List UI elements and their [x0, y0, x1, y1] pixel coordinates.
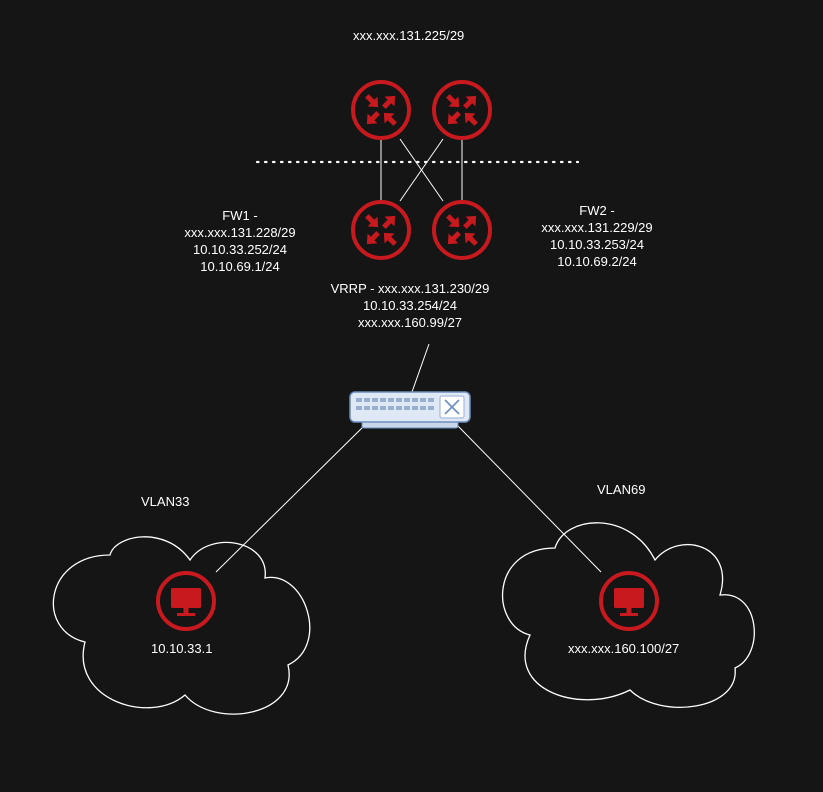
fw1-line-4: 10.10.69.1/24 — [200, 259, 280, 274]
fw1-line-1: FW1 - — [222, 208, 258, 223]
vrrp-line-2: 10.10.33.254/24 — [363, 298, 457, 313]
router-icon[interactable] — [432, 80, 492, 140]
monitor-icon[interactable] — [156, 571, 216, 631]
fw1-line-3: 10.10.33.252/24 — [193, 242, 287, 257]
link-switch-vlan69 — [457, 425, 602, 573]
fw2-label: FW2 - xxx.xxx.131.229/29 10.10.33.253/24… — [527, 202, 667, 270]
host2-ip-label: xxx.xxx.160.100/27 — [568, 641, 680, 656]
fw2-line-4: 10.10.69.2/24 — [557, 254, 637, 269]
router-icon[interactable] — [432, 200, 492, 260]
router-icon[interactable] — [351, 200, 411, 260]
host1-ip-label: 10.10.33.1 — [151, 641, 213, 656]
vrrp-line-1: VRRP - xxx.xxx.131.230/29 — [330, 281, 490, 296]
vrrp-line-3: xxx.xxx.160.99/27 — [357, 315, 463, 330]
router-icon[interactable] — [351, 80, 411, 140]
link-r2-fw1 — [399, 138, 444, 202]
vlan33-cloud-shape — [52, 536, 311, 715]
vrrp-label: VRRP - xxx.xxx.131.230/29 10.10.33.254/2… — [315, 280, 505, 331]
fw2-line-1: FW2 - — [579, 203, 615, 218]
fw2-line-3: 10.10.33.253/24 — [550, 237, 644, 252]
fw1-label: FW1 - xxx.xxx.131.228/29 10.10.33.252/24… — [170, 207, 310, 275]
fw1-line-2: xxx.xxx.131.228/29 — [184, 225, 296, 240]
vlan69-cloud-shape — [501, 522, 755, 708]
switch-icon[interactable] — [349, 391, 471, 429]
vlan33-label: VLAN33 — [141, 494, 190, 509]
connections — [215, 138, 602, 573]
link-switch-vlan33 — [215, 425, 365, 573]
fw2-line-2: xxx.xxx.131.229/29 — [541, 220, 653, 235]
link-vrrp-switch — [411, 343, 430, 393]
monitor-icon[interactable] — [599, 571, 659, 631]
top-subnet-label: xxx.xxx.131.225/29 — [353, 28, 465, 43]
vlan69-label: VLAN69 — [597, 482, 646, 497]
